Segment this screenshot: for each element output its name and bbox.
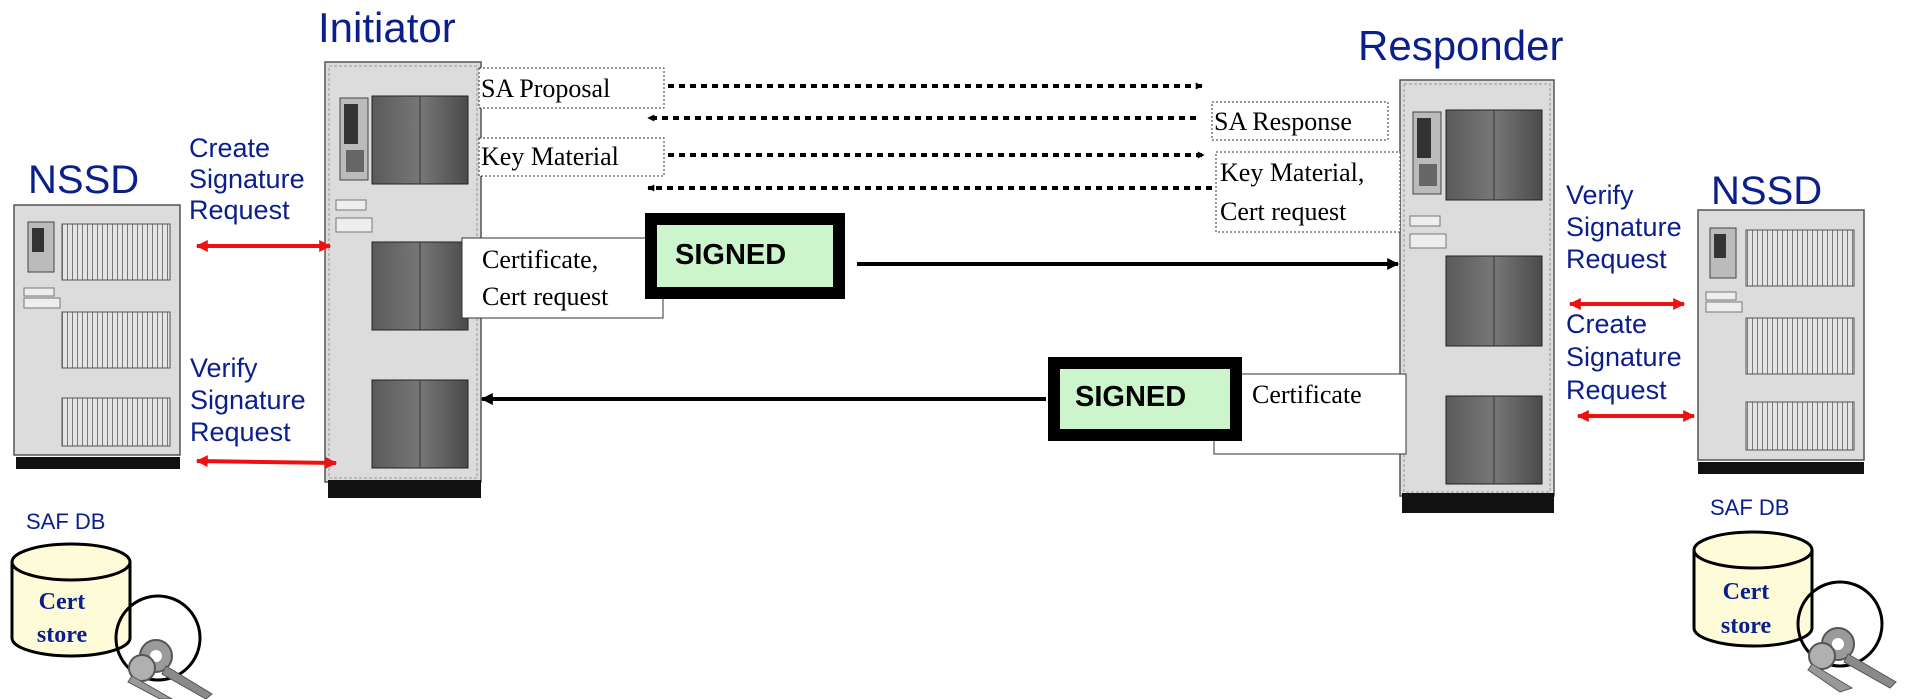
responder-verify-line-2: Signature [1566,212,1682,242]
certificate-label: Certificate [1252,380,1362,409]
responder-keys-icon [1796,580,1897,693]
initiator-nssd-server [13,204,181,469]
responder-title: Responder [1358,22,1563,69]
initiator-cert-store-line-1: Cert [39,589,86,615]
responder-cert-store-cylinder: Cert store [1692,530,1814,648]
initiator-server [324,61,482,498]
initiator-create-line-2: Signature [189,164,305,194]
key-material-reply-box [1215,151,1401,233]
sa-response-box [1211,101,1389,141]
initiator-verify-arrow [195,455,338,469]
responder-nssd-label: NSSD [1711,169,1822,213]
key-material-reply-line-2: Cert request [1220,197,1347,226]
signed-badge-responder: SIGNED [1048,357,1242,441]
sa-proposal-box [478,67,665,109]
initiator-verify-line-2: Signature [190,385,306,415]
initiator-title: Initiator [318,4,456,51]
initiator-create-line-1: Create [189,133,270,163]
responder-cert-store-line-2: store [1721,613,1772,639]
key-material-label: Key Material [481,142,619,171]
initiator-verify-line-1: Verify [190,353,258,383]
certificate-request-line-1: Certificate, [482,245,598,274]
signed-badge-responder-label: SIGNED [1075,381,1186,413]
initiator-create-line-3: Request [189,195,290,225]
initiator-keys-icon [114,594,213,699]
responder-verify-signature-request: Verify Signature Request [1566,180,1682,274]
responder-saf-db-label: SAF DB [1710,495,1789,520]
responder-cert-store-line-1: Cert [1723,579,1770,605]
initiator-nssd-label: NSSD [28,158,139,202]
key-material-reply-line-1: Key Material, [1220,158,1364,187]
responder-create-signature-request: Create Signature Request [1566,309,1682,405]
responder-nssd-server [1697,209,1865,474]
initiator-verify-signature-request: Verify Signature Request [190,353,306,447]
signed-badge-initiator: SIGNED [645,213,845,299]
responder-create-line-3: Request [1566,375,1667,405]
signed-badge-initiator-label: SIGNED [675,239,786,271]
initiator-cert-store-line-2: store [37,622,88,648]
responder-create-line-2: Signature [1566,342,1682,372]
certificate-request-box [461,237,664,319]
initiator-verify-line-3: Request [190,417,291,447]
sa-proposal-label: SA Proposal [481,74,610,103]
sa-response-label: SA Response [1214,107,1352,136]
initiator-create-signature-request: Create Signature Request [189,133,305,225]
initiator-cert-store-cylinder: Cert store [10,542,132,658]
responder-verify-line-3: Request [1566,244,1667,274]
responder-verify-line-1: Verify [1566,180,1634,210]
responder-create-line-1: Create [1566,309,1647,339]
initiator-saf-db-label: SAF DB [26,509,105,534]
certificate-request-line-2: Cert request [482,282,609,311]
key-material-box [478,137,665,177]
certificate-box [1213,373,1407,455]
responder-server [1399,79,1555,513]
